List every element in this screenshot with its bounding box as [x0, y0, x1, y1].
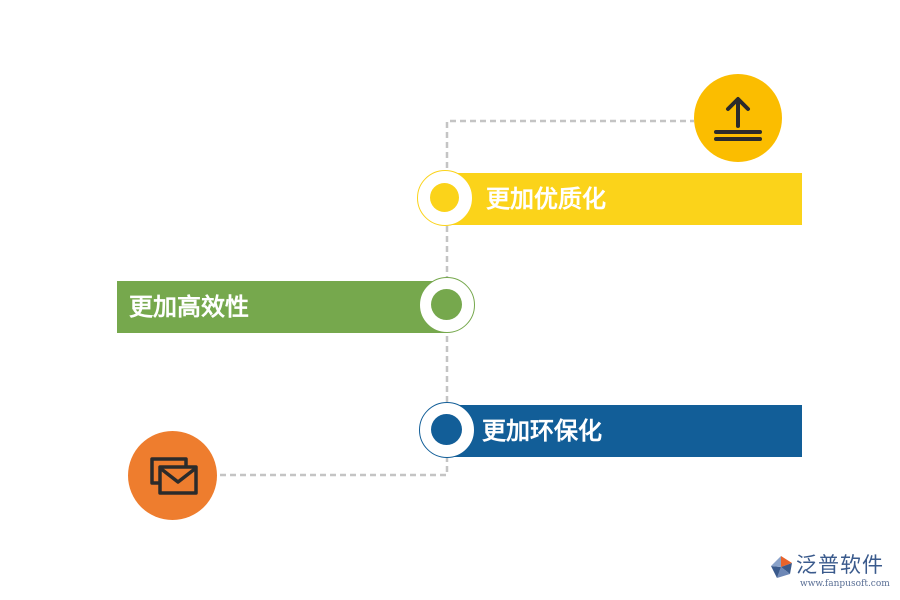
fanpu-logo-mark-icon	[771, 556, 792, 578]
bar-efficient: 更加高效性	[117, 281, 447, 333]
node-quality-dot	[430, 183, 459, 212]
fanpu-logo-name: 泛普软件	[796, 553, 884, 577]
bar-eco: 更加环保化	[446, 405, 802, 457]
node-eco	[419, 402, 475, 458]
bar-efficient-label: 更加高效性	[129, 293, 249, 321]
mail-icon	[128, 431, 217, 520]
bar-quality-label: 更加优质化	[486, 185, 606, 213]
upload-icon	[694, 74, 782, 162]
bar-quality: 更加优质化	[446, 173, 802, 225]
fanpu-logo: 泛普软件 www.fanpusoft.com	[768, 552, 892, 592]
node-efficient	[419, 277, 475, 333]
node-quality	[417, 170, 473, 226]
node-eco-dot	[431, 414, 462, 445]
node-efficient-dot	[431, 289, 462, 320]
bar-eco-label: 更加环保化	[482, 417, 602, 445]
fanpu-logo-url: www.fanpusoft.com	[800, 579, 890, 589]
